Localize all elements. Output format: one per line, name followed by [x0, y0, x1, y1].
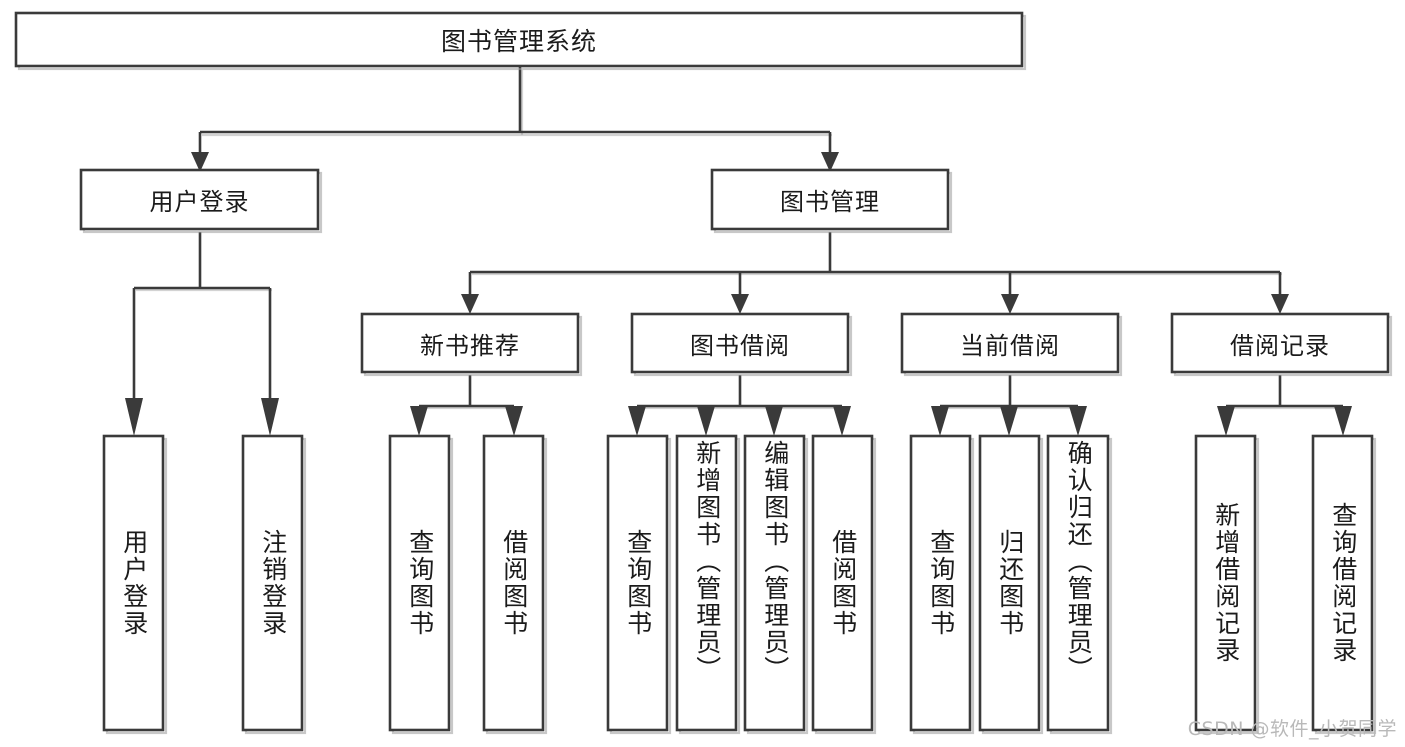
leaf-borrow-lend[interactable]	[811, 434, 874, 732]
leaf-record-query[interactable]	[1311, 434, 1374, 732]
arrow-head-c2	[1000, 406, 1018, 436]
leaf-newbook-borrow[interactable]	[482, 434, 545, 732]
arrow-head-c3	[1069, 406, 1087, 436]
arrow-head-b2	[697, 406, 715, 436]
arrow-head-newbook	[461, 294, 479, 314]
node-book-mgmt[interactable]	[710, 168, 950, 231]
node-layer	[14, 11, 1393, 735]
leaf-borrow-query[interactable]	[606, 434, 669, 732]
arrow-head-leaf-u1	[125, 398, 143, 436]
arrow-head-book-mgmt	[821, 152, 839, 172]
node-user-login[interactable]	[79, 168, 320, 231]
leaf-borrow-edit[interactable]	[743, 434, 806, 732]
leaf-user-login[interactable]	[102, 434, 165, 732]
leaf-borrow-add[interactable]	[675, 434, 738, 732]
leaf-current-confirm[interactable]	[1046, 434, 1110, 732]
arrow-head-c1	[931, 406, 949, 436]
leaf-current-query[interactable]	[909, 434, 972, 732]
node-current[interactable]	[900, 312, 1120, 374]
arrow-head-record	[1271, 294, 1289, 314]
arrow-head-borrow	[731, 294, 749, 314]
node-record[interactable]	[1170, 312, 1390, 374]
leaf-current-return[interactable]	[978, 434, 1041, 732]
node-borrow[interactable]	[630, 312, 850, 374]
leaf-logout[interactable]	[241, 434, 304, 732]
leaf-newbook-query[interactable]	[388, 434, 451, 732]
node-newbook[interactable]	[360, 312, 580, 374]
arrow-head-user-login	[191, 152, 209, 172]
node-root[interactable]	[14, 11, 1024, 68]
arrow-head-current	[1001, 294, 1019, 314]
arrow-head-leaf-u2	[261, 398, 279, 436]
arrow-head-nb1	[410, 406, 428, 436]
arrow-head-nb2	[505, 406, 523, 436]
connector-layer	[125, 66, 1352, 436]
arrow-head-b4	[833, 406, 851, 436]
arrow-head-b1	[628, 406, 646, 436]
leaf-record-add[interactable]	[1194, 434, 1257, 732]
arrow-head-r2	[1334, 406, 1352, 436]
arrow-head-b3	[765, 406, 783, 436]
arrow-head-r1	[1217, 406, 1235, 436]
